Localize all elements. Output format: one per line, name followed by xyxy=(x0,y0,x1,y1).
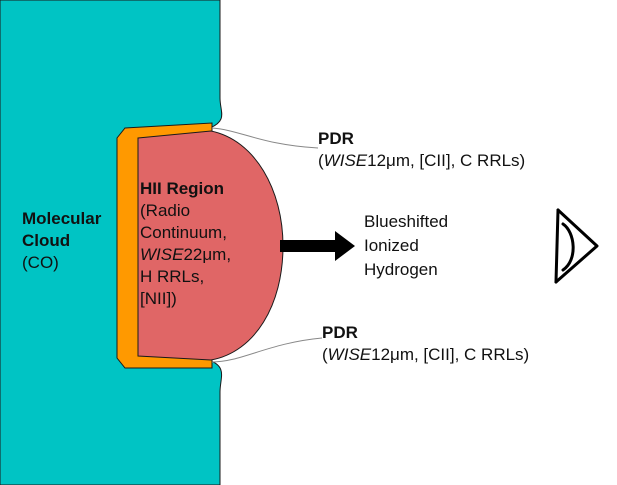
outflow-line1: Blueshifted xyxy=(364,212,449,231)
hii-region-title: HII Region xyxy=(140,179,225,198)
pdr-top-connector xyxy=(211,127,319,149)
molecular-cloud-title: Molecular Cloud xyxy=(22,209,102,250)
pdr-bottom-tracers: (WISE12μm, [CII], C RRLs) xyxy=(322,345,530,364)
pdr-bottom-label: PDR (WISE12μm, [CII], C RRLs) xyxy=(322,322,529,366)
outflow-line3: Hydrogen xyxy=(364,260,438,279)
hii-region-line2: Continuum, xyxy=(140,223,227,242)
pdr-top-title: PDR xyxy=(318,129,354,148)
pdr-bottom-title: PDR xyxy=(322,323,358,342)
hii-region-line5: [NII]) xyxy=(140,289,177,308)
outflow-line2: Ionized xyxy=(364,236,419,255)
hii-region-line3: WISE22μm, xyxy=(140,245,232,264)
right-arrow-icon xyxy=(280,231,355,261)
eye-icon xyxy=(554,208,599,284)
pdr-top-label: PDR (WISE12μm, [CII], C RRLs) xyxy=(318,128,525,172)
pdr-bottom-connector xyxy=(211,337,323,363)
hii-region-label: HII Region (Radio Continuum, WISE22μm, H… xyxy=(140,178,231,310)
molecular-cloud-tracer: (CO) xyxy=(22,253,59,272)
outflow-label: Blueshifted Ionized Hydrogen xyxy=(364,210,448,282)
hii-region-line1: (Radio xyxy=(140,201,191,220)
pdr-top-tracers: (WISE12μm, [CII], C RRLs) xyxy=(318,151,526,170)
hii-region-line4: H RRLs, xyxy=(140,267,205,286)
